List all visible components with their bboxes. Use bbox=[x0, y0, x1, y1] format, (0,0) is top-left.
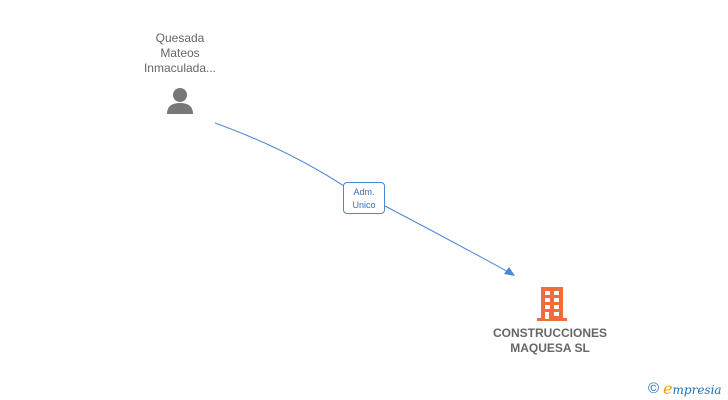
role-line1: Adm. bbox=[353, 187, 375, 197]
person-name-line1: Quesada bbox=[155, 31, 205, 45]
person-icon[interactable] bbox=[165, 86, 195, 116]
brand-rest: mpresia bbox=[672, 382, 722, 397]
role-line2: Unico bbox=[352, 200, 376, 210]
company-name-line1: CONSTRUCCIONES bbox=[492, 326, 607, 340]
person-name[interactable]: Quesada Mateos Inmaculada... bbox=[120, 31, 240, 76]
company-name-line2: MAQUESA SL bbox=[510, 341, 590, 355]
person-name-line3: Inmaculada... bbox=[143, 61, 217, 75]
arrow-head-icon bbox=[504, 267, 515, 276]
building-icon[interactable] bbox=[537, 287, 567, 321]
relation-edge bbox=[214, 122, 513, 275]
footer-brand: © empresia bbox=[648, 378, 722, 398]
brand-initial: e bbox=[663, 378, 673, 398]
copyright-icon: © bbox=[648, 379, 660, 397]
role-badge[interactable]: Adm. Unico bbox=[343, 182, 385, 214]
company-name[interactable]: CONSTRUCCIONES MAQUESA SL bbox=[480, 326, 620, 356]
person-name-line2: Mateos bbox=[160, 46, 200, 60]
brand-logo[interactable]: empresia bbox=[663, 379, 722, 398]
